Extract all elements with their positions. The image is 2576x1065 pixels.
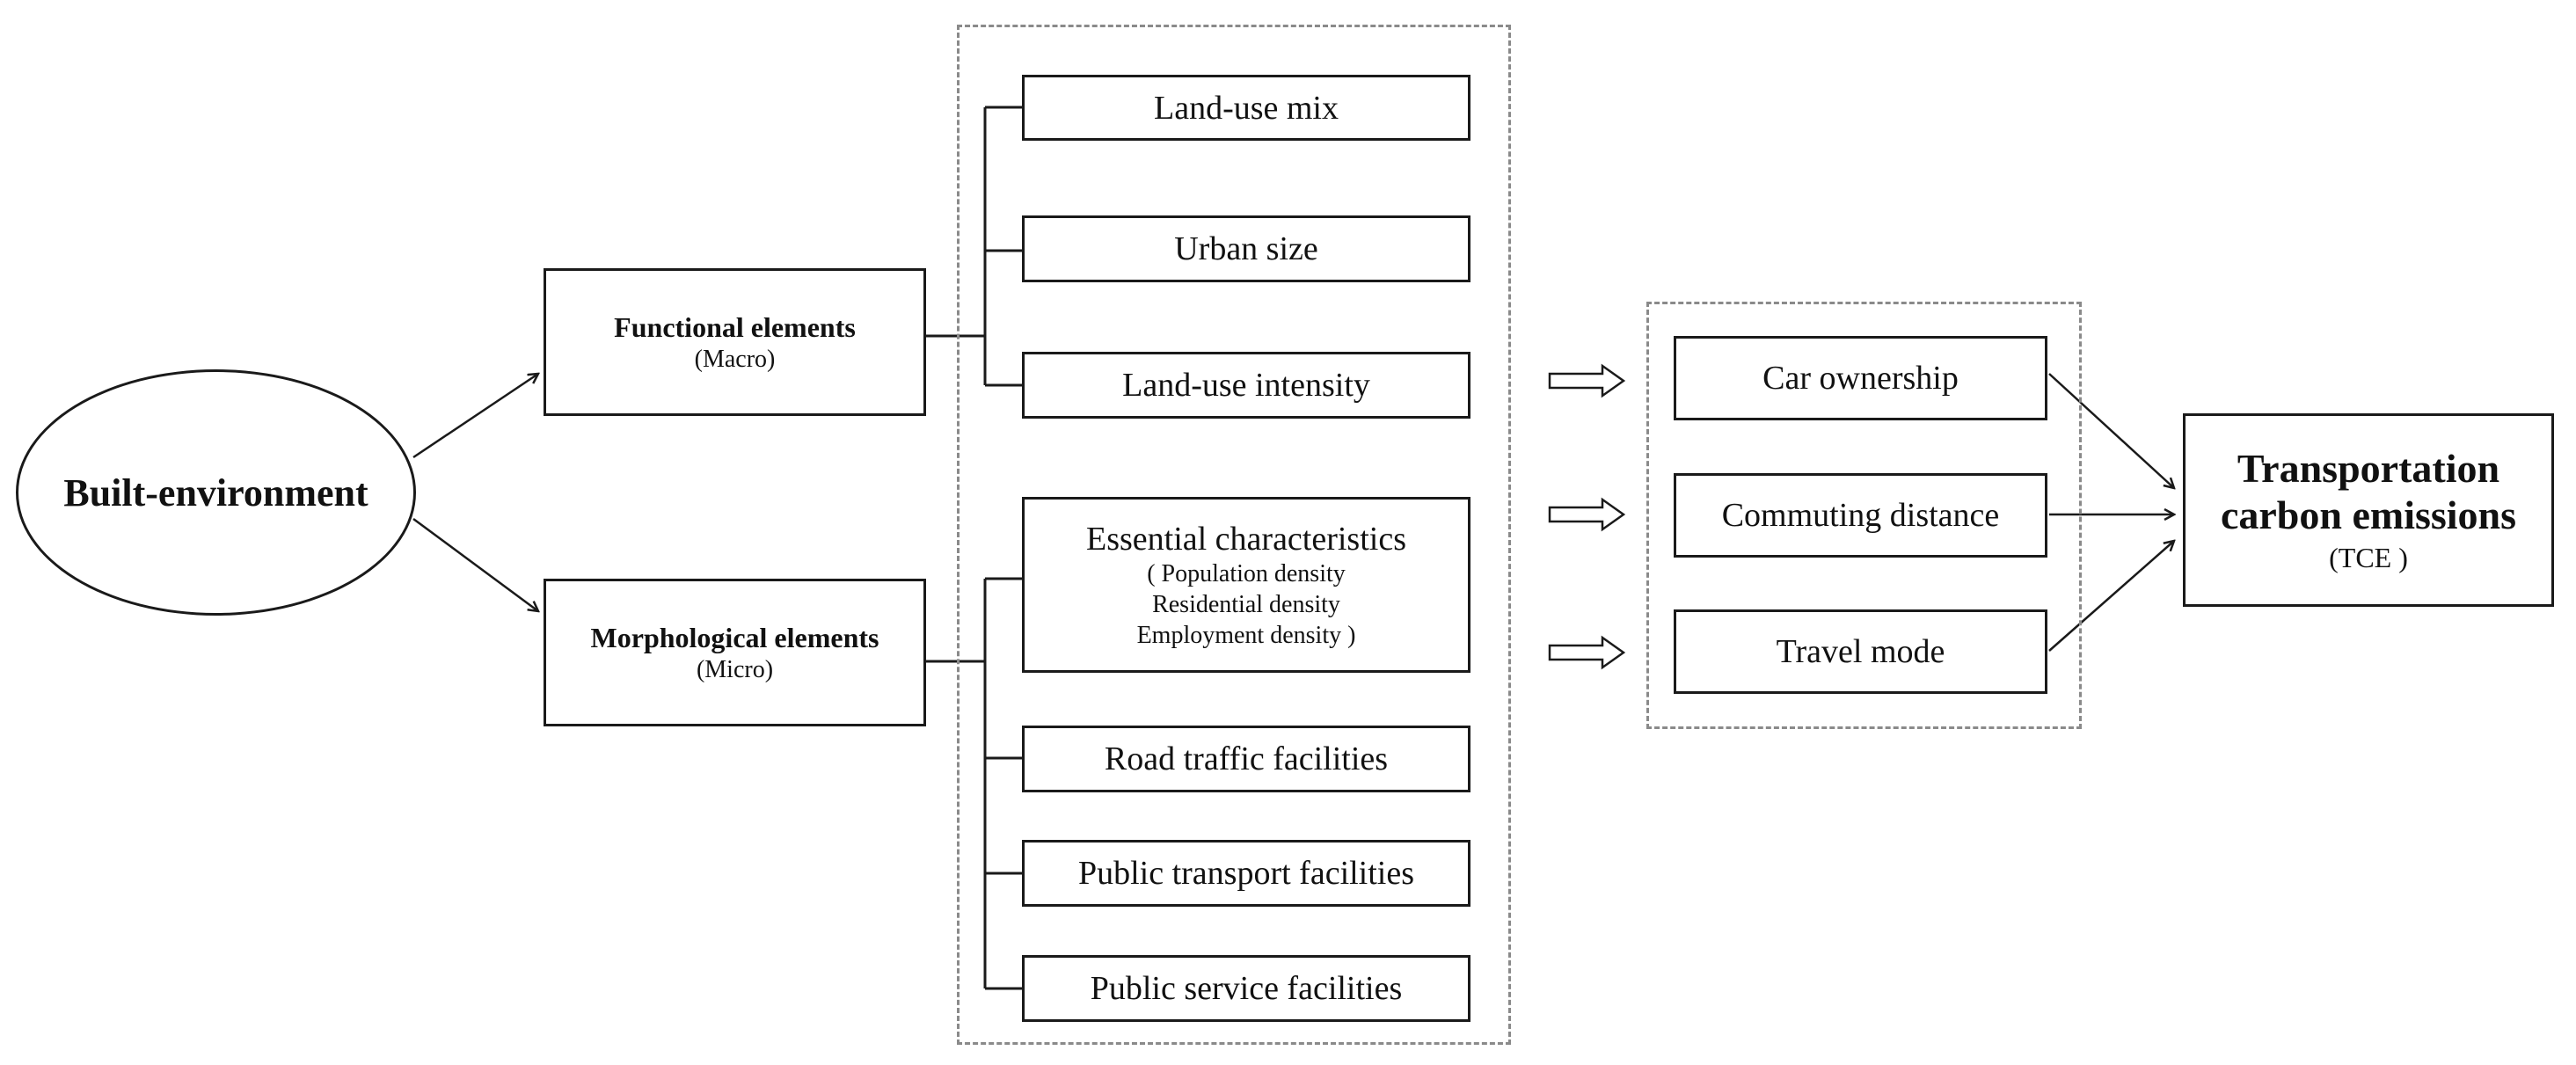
road-traffic-facilities-box: Road traffic facilities [1022,726,1470,792]
road-traffic-facilities-label: Road traffic facilities [1104,740,1389,777]
residential-density-label: Residential density [1152,590,1340,618]
morphological-elements-box: Morphological elements (Micro) [544,579,926,726]
land-use-intensity-label: Land-use intensity [1122,367,1370,404]
built-environment-node: Built-environment [16,369,416,616]
arrow-root-to-functional [412,374,538,459]
essential-characteristics-label: Essential characteristics [1085,520,1406,558]
population-density-label: ( Population density [1147,559,1346,587]
public-service-facilities-box: Public service facilities [1022,955,1470,1022]
hollow-arrow-3 [1548,635,1626,670]
employment-density-label: Employment density ) [1136,621,1356,649]
morphological-bracket [923,577,1022,990]
travel-mode-box: Travel mode [1674,609,2047,694]
urban-size-box: Urban size [1022,215,1470,282]
commuting-distance-label: Commuting distance [1721,497,2000,534]
commuting-distance-box: Commuting distance [1674,473,2047,558]
arrow-car-to-tce [2048,373,2174,488]
car-ownership-box: Car ownership [1674,336,2047,420]
morphological-elements-label: Morphological elements [590,621,879,653]
morphological-elements-scale: (Micro) [696,655,774,683]
built-environment-label: Built-environment [63,470,369,514]
mediators-group [1646,302,2082,729]
arrow-root-to-morphological [412,517,538,611]
hollow-arrow-2 [1548,497,1626,532]
car-ownership-label: Car ownership [1762,360,1959,397]
hollow-arrow-1 [1548,363,1626,398]
land-use-mix-label: Land-use mix [1153,89,1339,127]
tce-label-line2: carbon emissions [2220,492,2517,537]
urban-size-label: Urban size [1174,230,1318,267]
travel-mode-label: Travel mode [1776,633,1945,670]
tce-label-line1: Transportation [2237,445,2500,491]
land-use-mix-box: Land-use mix [1022,75,1470,141]
public-service-facilities-label: Public service facilities [1090,970,1403,1007]
tce-abbreviation: (TCE ) [2329,542,2408,574]
essential-characteristics-box: Essential characteristics ( Population d… [1022,497,1470,673]
land-use-intensity-box: Land-use intensity [1022,352,1470,419]
public-transport-facilities-label: Public transport facilities [1077,855,1415,892]
functional-bracket [923,106,1022,387]
functional-elements-box: Functional elements (Macro) [544,268,926,416]
functional-elements-scale: (Macro) [694,345,776,373]
tce-box: Transportation carbon emissions (TCE ) [2183,413,2554,607]
public-transport-facilities-box: Public transport facilities [1022,840,1470,907]
functional-elements-label: Functional elements [614,310,856,343]
arrow-travel-to-tce [2048,541,2174,652]
built-environment-elements-group [957,25,1511,1045]
